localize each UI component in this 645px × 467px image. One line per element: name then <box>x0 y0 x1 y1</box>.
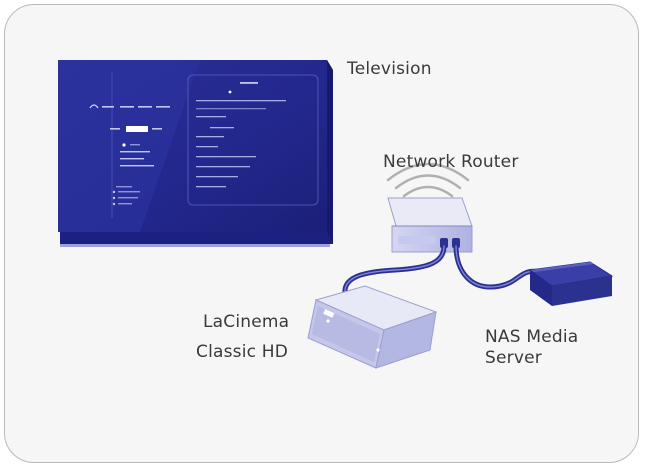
lacinema-logo <box>323 309 335 318</box>
tv-stand-edge <box>60 244 330 247</box>
tv-bezel <box>60 232 333 244</box>
wifi-signal-icon <box>386 162 470 198</box>
lacinema-classic-hd-box <box>307 285 438 369</box>
network-cables <box>342 243 543 301</box>
lacinema-led <box>326 319 330 323</box>
lacinema-label-line1: LaCinema <box>203 312 290 332</box>
tv-input-box <box>126 126 148 132</box>
tv-logo-icon <box>89 104 99 109</box>
television-label: Television <box>347 59 432 79</box>
tv-glare <box>58 60 200 232</box>
tv-onscreen-ui <box>89 72 319 218</box>
lacinema-label-line2: Classic HD <box>196 342 289 362</box>
television <box>58 60 333 247</box>
tv-side <box>327 60 333 244</box>
nas-label-line2: Server <box>485 348 542 368</box>
router-label: Network Router <box>383 152 519 172</box>
nas-media-server <box>528 261 614 306</box>
network-router <box>387 197 473 253</box>
nas-label-line1: NAS Media <box>485 327 579 347</box>
